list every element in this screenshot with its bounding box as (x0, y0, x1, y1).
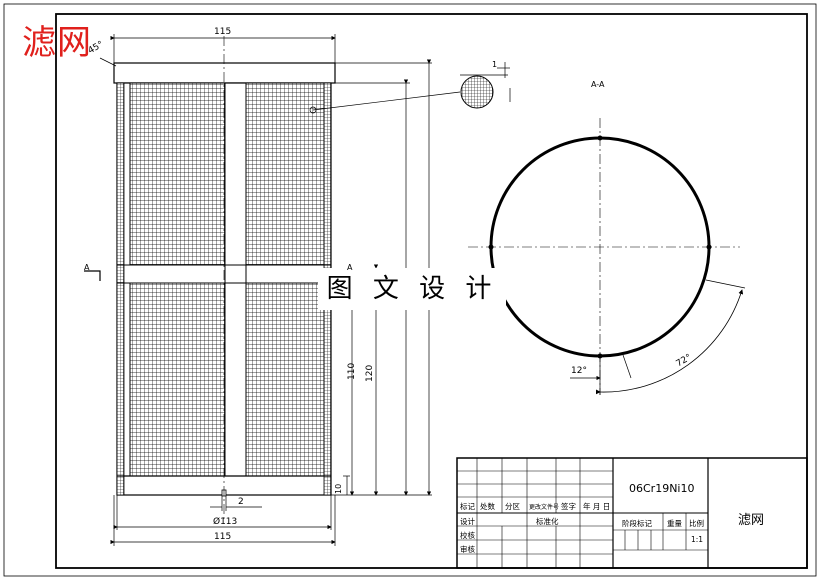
dim-base-height: 10 (334, 483, 343, 494)
tb-scale-label: 比例 (689, 519, 704, 528)
mesh-strip-left (116, 82, 125, 496)
tb-header-date: 年 月 日 (583, 502, 611, 511)
dim-slot-width: 2 (238, 497, 244, 507)
section-marker-right: A (347, 263, 353, 272)
section-label: A-A (591, 80, 605, 89)
drawing-title: 滤网 (22, 23, 92, 63)
tb-header-mark: 标记 (460, 502, 475, 511)
tb-scale: 1:1 (691, 535, 704, 544)
section-marker-left: A (84, 263, 90, 272)
dim-top-width: 115 (214, 27, 232, 37)
tb-row-check: 校核 (460, 531, 475, 540)
dim-inner-diameter: Ø113 (213, 517, 238, 527)
tb-stage-mark: 阶段标记 (622, 519, 652, 528)
top-ring (113, 62, 336, 84)
dim-angle-small: 12° (571, 366, 587, 376)
mesh-panel-br (245, 282, 325, 477)
watermark-text: 图 文 设 计 (318, 268, 506, 310)
front-dimensions (99, 34, 461, 546)
tb-material: 06Cr19Ni10 (629, 482, 695, 495)
tb-row-review: 审核 (460, 545, 475, 554)
tb-header-doc: 更改文件号 (529, 504, 560, 511)
section-view (468, 118, 746, 395)
mesh-panel-bl (129, 282, 226, 477)
dim-height-110: 110 (347, 362, 357, 380)
dim-height-120: 120 (365, 364, 375, 382)
tb-standardize: 标准化 (536, 517, 559, 526)
outer-frame (3, 3, 817, 577)
title-block (456, 457, 808, 569)
mesh-panel-tl (129, 82, 226, 266)
tb-row-design: 设计 (460, 517, 475, 526)
inner-frame (55, 13, 808, 569)
tb-header-sign: 签字 (561, 502, 576, 511)
dim-detail-mesh: 1 (492, 60, 498, 69)
tb-header-count: 处数 (480, 502, 495, 511)
tb-header-zone: 分区 (505, 502, 520, 511)
detail-mesh-view (460, 62, 511, 109)
dim-bottom-width: 115 (214, 532, 232, 542)
front-view (84, 36, 361, 520)
tb-part-name: 滤网 (738, 513, 765, 528)
mesh-panel-tr (245, 82, 325, 266)
tb-weight: 重量 (667, 519, 682, 528)
